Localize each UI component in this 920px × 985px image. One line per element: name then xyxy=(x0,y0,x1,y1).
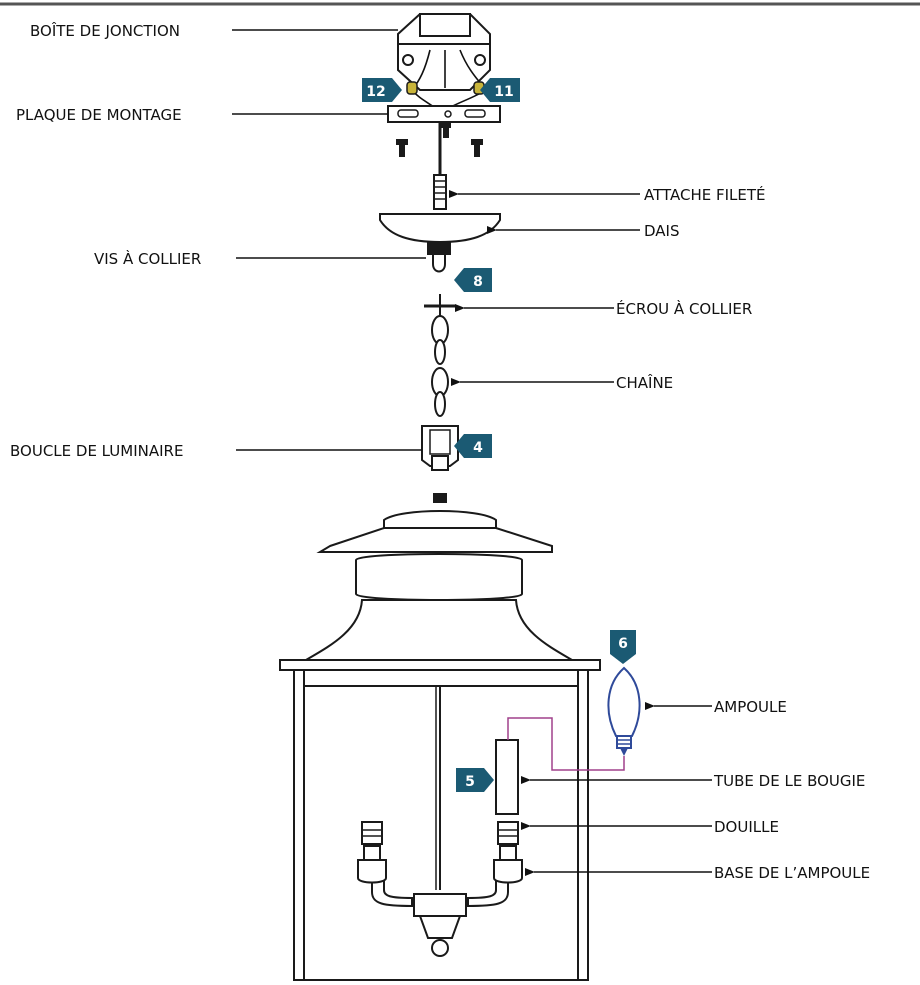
bulb-guide-line xyxy=(507,717,625,771)
lantern-body xyxy=(279,493,601,981)
mounting-plate xyxy=(387,105,501,123)
step-badge-4: 4 xyxy=(454,434,492,458)
label-threaded-nipple: ATTACHE FILETÉ xyxy=(644,185,766,204)
label-canopy: DAIS xyxy=(644,222,680,240)
svg-text:4: 4 xyxy=(473,440,483,456)
label-candle-tube: TUBE DE LE BOUGIE xyxy=(713,772,865,790)
mounting-screws xyxy=(396,123,483,157)
label-mounting-plate: PLAQUE DE MONTAGE xyxy=(16,106,182,124)
svg-text:5: 5 xyxy=(465,774,475,790)
left-bulb-base xyxy=(357,821,387,884)
right-bulb-base xyxy=(493,821,523,884)
label-bulb: AMPOULE xyxy=(714,698,787,716)
candle-tube xyxy=(495,739,519,815)
label-collar-screw: VIS À COLLIER xyxy=(94,249,201,268)
collar-screw xyxy=(427,241,451,273)
step-badge-5: 5 xyxy=(456,768,494,792)
collar-nut xyxy=(424,294,456,318)
step-badge-11: 11 xyxy=(480,78,520,102)
svg-text:12: 12 xyxy=(366,84,385,100)
chain xyxy=(431,315,449,417)
label-junction-box: BOÎTE DE JONCTION xyxy=(30,21,180,40)
svg-text:8: 8 xyxy=(473,274,483,290)
label-collar-nut: ÉCROU À COLLIER xyxy=(616,299,752,318)
label-bulb-base: BASE DE L’AMPOULE xyxy=(714,864,870,882)
label-fixture-loop: BOUCLE DE LUMINAIRE xyxy=(10,442,183,460)
canopy xyxy=(379,213,501,244)
svg-text:6: 6 xyxy=(618,636,628,652)
svg-text:11: 11 xyxy=(494,84,513,100)
threaded-nipple xyxy=(433,122,447,210)
junction-box xyxy=(397,13,491,91)
step-badge-8: 8 xyxy=(454,268,492,292)
label-socket: DOUILLE xyxy=(714,818,779,836)
label-chain: CHAÎNE xyxy=(616,373,673,392)
step-badge-12: 12 xyxy=(362,78,402,102)
step-badge-6: 6 xyxy=(610,630,636,664)
fixture-loop xyxy=(421,425,459,471)
bulb xyxy=(607,666,641,756)
